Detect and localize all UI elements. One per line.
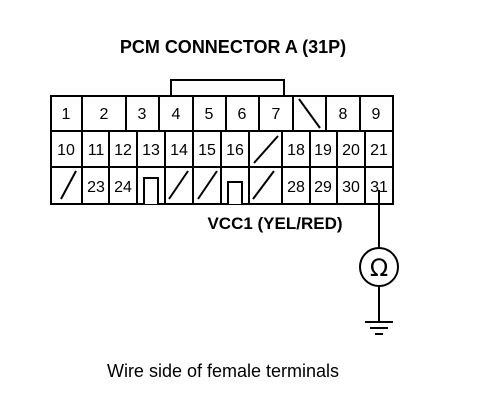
pin-label: 8 <box>339 106 348 123</box>
connector-lock-tab <box>170 79 285 96</box>
pin-label: 1 <box>62 106 71 123</box>
wire-label: VCC1 (YEL/RED) <box>207 214 342 233</box>
pin-label: 15 <box>198 142 216 159</box>
row-3-pins: 23 24 28 29 30 31 <box>87 179 388 196</box>
row-2-pins: 10 11 12 13 14 15 16 18 19 20 21 <box>57 142 388 159</box>
pin-label: 18 <box>287 142 305 159</box>
pin-label: 3 <box>138 106 147 123</box>
pin-label: 6 <box>238 106 247 123</box>
row-2-3-dividers <box>81 131 366 204</box>
key-notch-left <box>143 177 159 204</box>
pin-label: 29 <box>314 179 332 196</box>
pin-label: 14 <box>170 142 188 159</box>
pin-label: 24 <box>114 179 132 196</box>
pin-label: 10 <box>57 142 75 159</box>
row-1-dividers <box>81 96 361 131</box>
pin-label: 12 <box>114 142 132 159</box>
ground-icon <box>365 321 393 335</box>
pin-label: 20 <box>342 142 360 159</box>
pin-label: 30 <box>342 179 360 196</box>
pin-label: 19 <box>314 142 332 159</box>
pin-label: 4 <box>172 106 181 123</box>
pin-label: 28 <box>287 179 305 196</box>
pin-label: 5 <box>205 106 214 123</box>
pin-label: 7 <box>272 106 281 123</box>
diagram-caption: Wire side of female terminals <box>107 361 339 381</box>
pin-label: 31 <box>370 179 388 196</box>
row-1-pins: 1 2 3 4 5 6 7 8 9 <box>62 106 381 123</box>
diagram-title: PCM CONNECTOR A (31P) <box>120 37 346 57</box>
pin-label: 2 <box>100 106 109 123</box>
empty-cavity-marks <box>60 98 321 200</box>
ohm-icon: Ω <box>370 254 388 282</box>
key-notch-right <box>227 181 243 204</box>
pin-label: 11 <box>88 142 105 159</box>
pin-label: 13 <box>142 142 160 159</box>
pin-label: 16 <box>226 142 244 159</box>
pin-label: 23 <box>87 179 105 196</box>
pin-label: 21 <box>370 142 388 159</box>
pin-label: 9 <box>372 106 381 123</box>
